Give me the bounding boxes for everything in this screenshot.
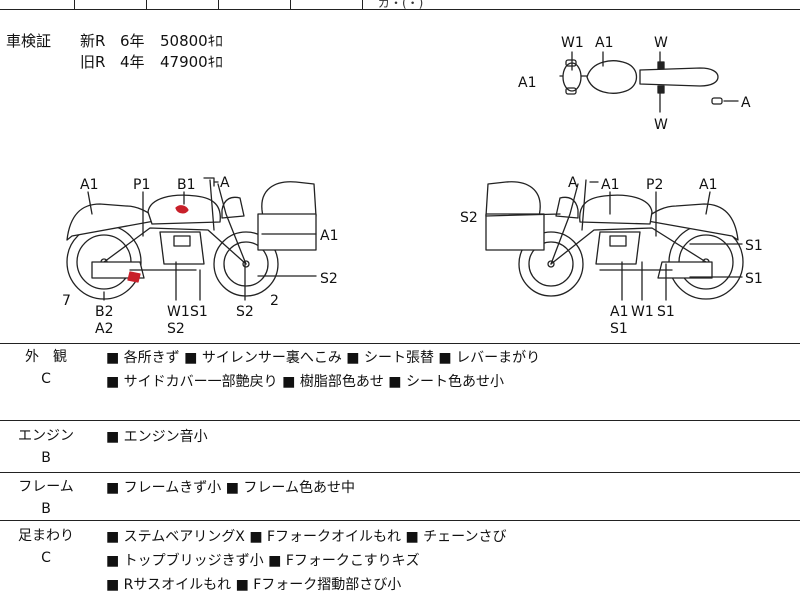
label-two: 2 bbox=[270, 293, 279, 309]
label-w1: W1 bbox=[631, 304, 654, 320]
label-a1-right: A1 bbox=[320, 228, 338, 244]
label-a: A bbox=[568, 175, 578, 191]
label-s1: S1 bbox=[190, 304, 208, 320]
condition-category: 外 観 C bbox=[0, 346, 92, 390]
label-s2-right: S2 bbox=[320, 271, 338, 287]
condition-items: ■ 各所きず ■ サイレンサー裏へこみ ■ シート張替 ■ レバーまがり ■ サ… bbox=[106, 346, 790, 394]
category-grade: B bbox=[41, 501, 51, 517]
label-s2-mid: S2 bbox=[236, 304, 254, 320]
condition-item: ■ Fフォークオイルもれ bbox=[249, 529, 402, 545]
category-grade: B bbox=[41, 450, 51, 466]
label-a1-top: A1 bbox=[595, 35, 613, 51]
right-side-drawing bbox=[485, 179, 744, 301]
inspection-row: 旧R 4年 47900ｷﾛ bbox=[80, 52, 223, 73]
label-a1: A1 bbox=[80, 177, 98, 193]
condition-items: ■ ステムベアリングX ■ Fフォークオイルもれ ■ チェーンさび ■ トップブ… bbox=[106, 525, 790, 597]
table-divider bbox=[218, 0, 219, 10]
label-a2: A2 bbox=[95, 321, 113, 337]
table-divider bbox=[146, 0, 147, 10]
condition-item: ■ チェーンさび bbox=[405, 529, 507, 545]
label-w-top: W bbox=[654, 35, 668, 51]
left-side-drawing bbox=[66, 177, 317, 301]
label-s2-left: S2 bbox=[460, 210, 478, 226]
condition-item: ■ 各所きず bbox=[106, 350, 180, 366]
condition-item: ■ レバーまがり bbox=[438, 350, 541, 366]
label-w1: W1 bbox=[167, 304, 190, 320]
table-divider bbox=[362, 0, 363, 10]
condition-item: ■ Fフォーク摺動部さび小 bbox=[235, 577, 402, 593]
category-grade: C bbox=[41, 371, 51, 387]
label-a1-a: A1 bbox=[601, 177, 619, 193]
top-fragment-text: ガ・(・) bbox=[378, 0, 424, 10]
label-s1-b: S1 bbox=[745, 271, 763, 287]
top-table-strip: ガ・(・) bbox=[0, 0, 800, 10]
label-s1-under: S1 bbox=[610, 321, 628, 337]
table-divider bbox=[290, 0, 291, 10]
condition-item: ■ ステムベアリングX bbox=[106, 529, 245, 545]
condition-items: ■ エンジン音小 bbox=[106, 425, 790, 449]
condition-item: ■ フレーム色あせ中 bbox=[225, 480, 355, 496]
label-b1: B1 bbox=[177, 177, 196, 193]
label-seven: 7 bbox=[62, 293, 71, 309]
label-s2-bottom: S2 bbox=[167, 321, 185, 337]
condition-item: ■ エンジン音小 bbox=[106, 429, 208, 445]
label-a1-left: A1 bbox=[518, 75, 536, 91]
condition-item: ■ サイレンサー裏へこみ bbox=[184, 350, 342, 366]
label-s1-bottom: S1 bbox=[657, 304, 675, 320]
label-a1-bottom: A1 bbox=[610, 304, 628, 320]
category-grade: C bbox=[41, 550, 51, 566]
category-name: 外 観 bbox=[25, 349, 67, 365]
inspection-generation: 新R bbox=[80, 32, 106, 50]
section-divider bbox=[0, 520, 800, 521]
label-a-right: A bbox=[741, 95, 751, 111]
inspection-row: 新R 6年 50800ｷﾛ bbox=[80, 31, 223, 52]
label-a: A bbox=[220, 175, 230, 191]
label-p1: P1 bbox=[133, 177, 150, 193]
condition-item: ■ Fフォークこすりキズ bbox=[268, 553, 420, 569]
section-divider bbox=[0, 420, 800, 421]
inspection-generation: 旧R bbox=[80, 53, 106, 71]
inspection-price: 47900ｷﾛ bbox=[160, 53, 223, 71]
condition-category: エンジン B bbox=[0, 425, 92, 469]
inspection-years: 4年 bbox=[120, 53, 145, 71]
table-divider bbox=[74, 0, 75, 10]
category-name: エンジン bbox=[18, 428, 74, 444]
label-p2: P2 bbox=[646, 177, 663, 193]
label-s1-a: S1 bbox=[745, 238, 763, 254]
condition-item: ■ シート張替 bbox=[346, 350, 434, 366]
category-name: 足まわり bbox=[18, 528, 74, 544]
motorcycle-diagram: W1 A1 W A1 A W A1 P1 B1 A A1 S2 7 B2 A2 … bbox=[62, 35, 763, 337]
top-view-drawing bbox=[559, 51, 739, 113]
inspection-price: 50800ｷﾛ bbox=[160, 32, 223, 50]
top-rule bbox=[0, 9, 800, 10]
condition-item: ■ 樹脂部色あせ bbox=[282, 374, 384, 390]
label-b2: B2 bbox=[95, 304, 114, 320]
condition-item: ■ シート色あせ小 bbox=[388, 374, 504, 390]
label-w1-top: W1 bbox=[561, 35, 584, 51]
inspection-label: 車検証 bbox=[6, 32, 52, 50]
condition-item: ■ フレームきず小 bbox=[106, 480, 222, 496]
condition-item: ■ Rサスオイルもれ bbox=[106, 577, 232, 593]
condition-category: 足まわり C bbox=[0, 525, 92, 569]
section-divider bbox=[0, 472, 800, 473]
section-divider bbox=[0, 343, 800, 344]
condition-category: フレーム B bbox=[0, 476, 92, 520]
condition-item: ■ トップブリッジきず小 bbox=[106, 553, 264, 569]
label-a1-b: A1 bbox=[699, 177, 717, 193]
condition-items: ■ フレームきず小 ■ フレーム色あせ中 bbox=[106, 476, 790, 500]
condition-item: ■ サイドカバー一部艶戻り bbox=[106, 374, 278, 390]
inspection-years: 6年 bbox=[120, 32, 145, 50]
category-name: フレーム bbox=[18, 479, 74, 495]
label-w-bottom: W bbox=[654, 117, 668, 133]
